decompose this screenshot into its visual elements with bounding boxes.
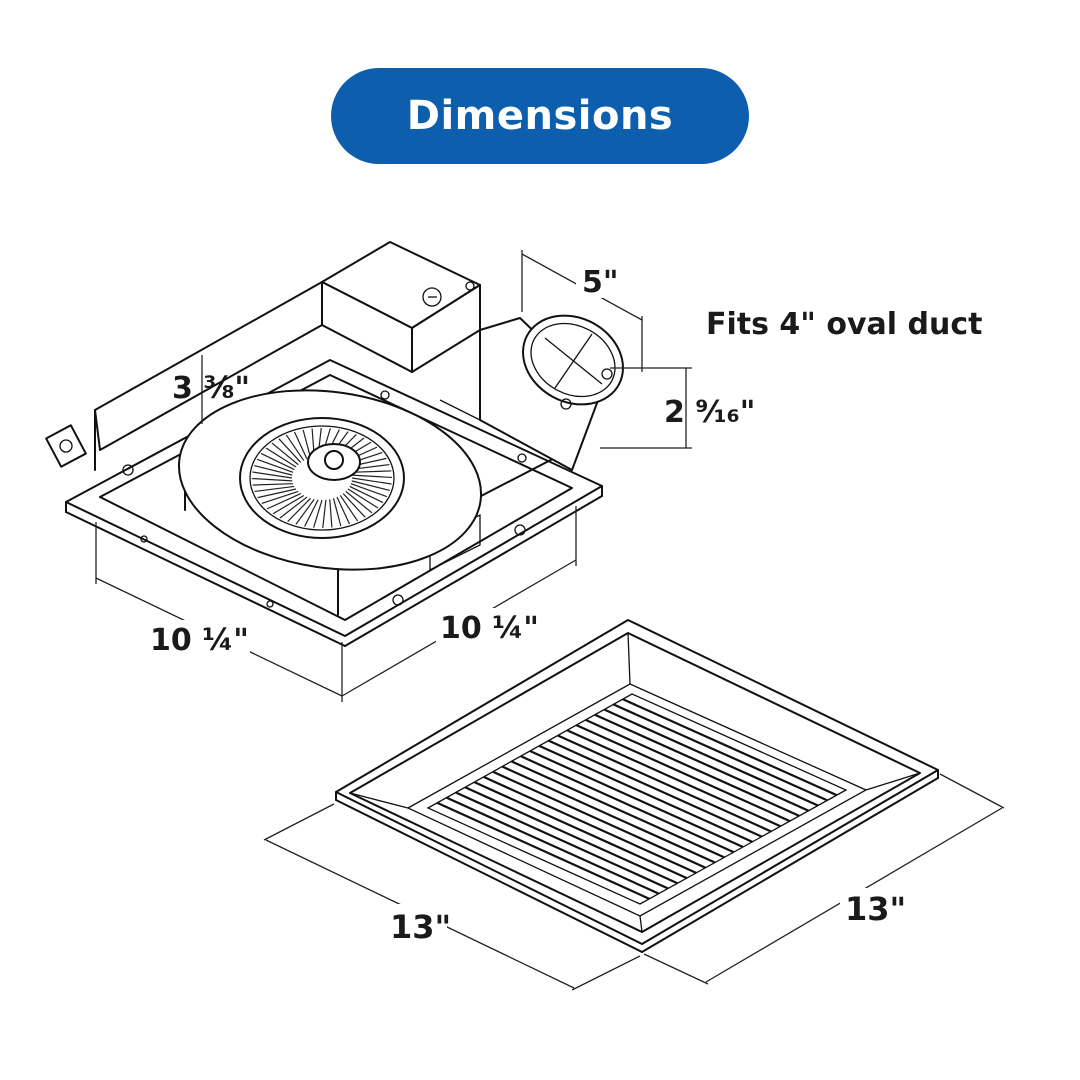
label-bg xyxy=(576,262,626,298)
blade-line xyxy=(351,474,393,479)
blade-line xyxy=(278,438,302,463)
louver-slat xyxy=(436,801,650,900)
louver-slat xyxy=(529,749,744,849)
louver-slat xyxy=(603,708,819,807)
grille-width-left-label: 13" xyxy=(390,908,451,946)
blade-line xyxy=(254,465,293,476)
blade-line xyxy=(304,499,319,527)
louver-slat xyxy=(501,765,716,864)
louver-slat xyxy=(613,703,828,802)
blade-line xyxy=(322,499,327,529)
grille-louvers xyxy=(436,698,838,900)
blade-line xyxy=(254,485,295,493)
title-badge: Dimensions xyxy=(331,68,749,164)
grille-width-right-label: 13" xyxy=(845,890,906,928)
blade-line xyxy=(285,434,305,461)
blade-line xyxy=(272,494,305,515)
label-bg xyxy=(385,904,447,944)
louver-slat xyxy=(585,718,800,817)
blade-line xyxy=(351,480,390,491)
duct-width-label: 5" xyxy=(582,265,619,300)
louver-slat xyxy=(594,713,809,812)
blade-line xyxy=(332,498,342,527)
blade-line xyxy=(260,452,295,471)
blade-line xyxy=(302,429,312,458)
louver-slat xyxy=(557,734,772,833)
duct-height-label: 2 ⁹⁄₁₆" xyxy=(664,395,755,430)
blade-line xyxy=(345,490,373,514)
page-title: Dimensions xyxy=(406,93,674,139)
blade-line xyxy=(256,458,294,473)
blade-line xyxy=(351,477,392,485)
blade-line xyxy=(349,485,384,504)
louver-slat xyxy=(473,781,688,880)
blade-line xyxy=(252,471,293,479)
duct-collar xyxy=(479,314,624,471)
louver-slat xyxy=(483,775,697,874)
louver-slat xyxy=(575,724,791,823)
blade-line xyxy=(336,496,351,525)
blade-line xyxy=(257,488,297,499)
housing-height-label: 3 ⅜" xyxy=(172,371,250,406)
louver-slat xyxy=(520,755,735,854)
blade-line xyxy=(266,493,302,510)
blade-line xyxy=(265,447,297,468)
louver-slat xyxy=(622,698,838,797)
duct-fit-note: Fits 4" oval duct xyxy=(706,307,982,342)
blade-line xyxy=(339,495,359,522)
louver-slat xyxy=(538,744,753,843)
fan-depth-left-label: 10 ¼" xyxy=(150,623,249,658)
junction-box xyxy=(321,241,481,373)
blade-line xyxy=(251,477,293,482)
louver-slat xyxy=(511,760,725,859)
louver-slat xyxy=(464,786,678,885)
blade-line xyxy=(261,490,299,505)
blade-line xyxy=(342,493,366,518)
louver-slat xyxy=(566,729,781,828)
blade-line xyxy=(313,499,323,528)
blade-line xyxy=(271,442,299,466)
blade-line xyxy=(279,496,308,519)
blade-line xyxy=(295,498,315,525)
blade-line xyxy=(350,470,392,473)
label-bg xyxy=(140,620,250,656)
blade-line xyxy=(350,483,388,498)
housing-side-wall xyxy=(45,281,323,471)
louver-slat xyxy=(548,739,763,838)
blade-line xyxy=(347,488,379,509)
blade-line xyxy=(252,483,294,486)
blower-wheel xyxy=(177,389,483,571)
blade-line xyxy=(329,499,333,528)
grille-illustration xyxy=(335,619,939,953)
fan-housing-illustration xyxy=(45,241,624,647)
louver-slat xyxy=(455,791,669,890)
louver-slat xyxy=(446,796,660,895)
label-bg xyxy=(840,888,902,928)
label-bg xyxy=(436,608,536,644)
blade-line xyxy=(287,497,311,522)
blade-line xyxy=(293,431,308,460)
louver-slat xyxy=(492,770,706,869)
fan-depth-right-label: 10 ¼" xyxy=(440,611,539,646)
